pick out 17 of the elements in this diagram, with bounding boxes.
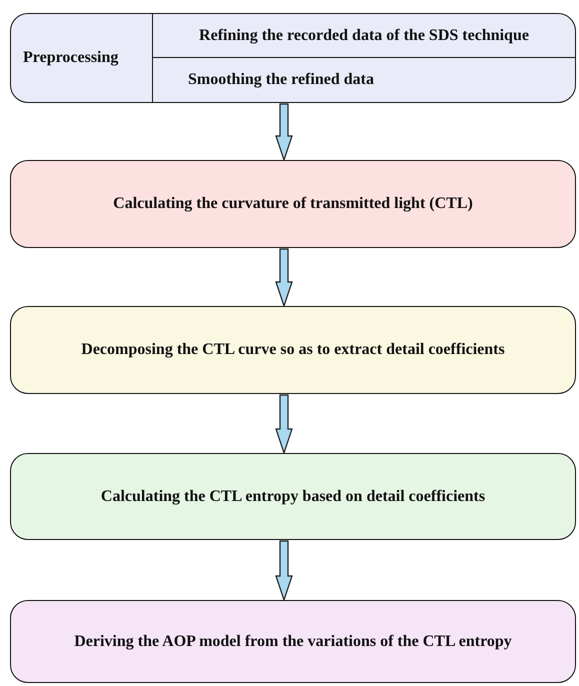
process-box bbox=[10, 600, 576, 683]
step-text: Refining the recorded data of the SDS technique bbox=[198, 26, 530, 44]
process-box bbox=[10, 160, 576, 248]
step-text: Calculating the curvature of transmitted light (CTL) bbox=[112, 195, 474, 213]
block-arrow bbox=[275, 248, 293, 308]
step-text: Calculating the CTL entropy based on detail coefficients bbox=[100, 488, 486, 506]
step-text: Preprocessing bbox=[23, 48, 118, 68]
step-text: Smoothing the refined data bbox=[188, 71, 374, 89]
block-arrow bbox=[275, 394, 293, 455]
block-arrow bbox=[275, 540, 293, 602]
table-cell bbox=[152, 14, 575, 58]
process-box bbox=[10, 453, 576, 540]
step-text: Decomposing the CTL curve so as to extract detail coefficients bbox=[80, 341, 506, 359]
process-box bbox=[10, 13, 576, 103]
process-box bbox=[10, 306, 576, 394]
step-text: Deriving the AOP model from the variations of the CTL entropy bbox=[73, 632, 513, 650]
block-arrow bbox=[275, 103, 293, 162]
